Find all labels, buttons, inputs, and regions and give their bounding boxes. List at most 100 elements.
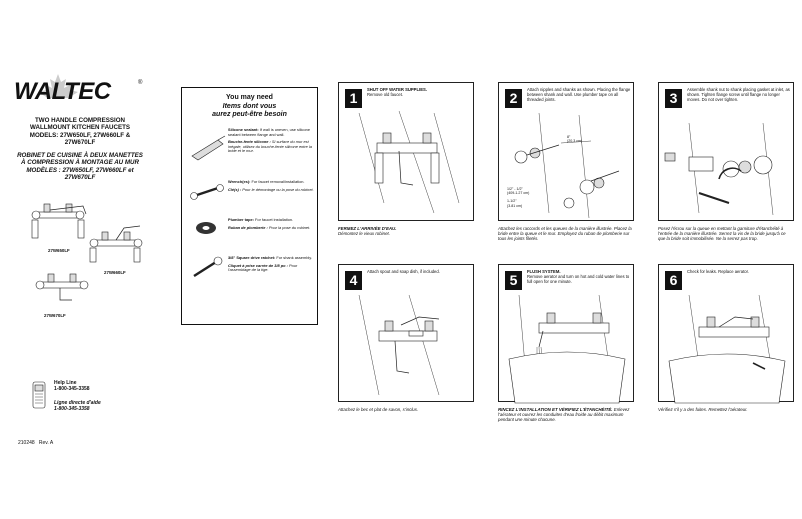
tool-name: Silicone sealant: xyxy=(228,127,259,132)
dim-value: 8" xyxy=(567,135,571,139)
title-line: MODELS: 27W650LF, 27W660LF & xyxy=(29,131,131,139)
tool-desc-fr: Pour l'assemblage de la tige. xyxy=(228,262,298,273)
phone-icon xyxy=(32,381,46,409)
step-text-fr: Attachez le bec et plat de savon, s'incl… xyxy=(338,407,419,412)
title-english: TWO HANDLE COMPRESSION WALLMOUNT KITCHEN… xyxy=(12,117,148,147)
step-number: 3 xyxy=(665,89,682,108)
dim-value: (3.81 cm) xyxy=(507,203,523,208)
step-text-fr: Posez l'écrou sur la queue en mettant la… xyxy=(658,226,786,242)
step-title-fr: FERMEZ L'ARRIVÉE D'EAU. xyxy=(338,226,397,231)
step-5-panel: 5 FLUSH SYSTEM. Remove aerator and turn … xyxy=(498,264,634,404)
step-4-caption-fr: Attachez le bec et plat de savon, s'incl… xyxy=(338,407,474,412)
tool-name: Wrench(es): xyxy=(228,179,251,184)
step-number: 5 xyxy=(505,271,522,290)
tool-name-fr: Bouche-fente silicone : xyxy=(228,139,271,145)
dimension-nipple: 1/2" - 1/2" (409-1.27 cm) 1-1/2" (3.81 c… xyxy=(507,187,529,208)
step-5-caption-fr: RINCEZ L'INSTALLATION ET VÉRIFIEZ L'ÉTAN… xyxy=(498,407,634,423)
step-2-caption-fr: Attachez les raccords et les queues de l… xyxy=(498,226,634,242)
step-2-panel: 2 Attach nipples and shanks as shown. Pl… xyxy=(498,82,634,221)
step-instruction: FLUSH SYSTEM. Remove aerator and turn on… xyxy=(527,269,631,284)
dim-value: 1/2" - 1/2" xyxy=(507,187,523,191)
dimension-8in: 8" (20,3 cm) xyxy=(567,135,582,143)
dim-value: (409-1.27 cm) xyxy=(507,191,530,196)
tool-name: 3/8" Square drive ratchet: xyxy=(228,255,276,260)
tool-desc: For shank assembly. xyxy=(276,255,312,260)
step-text-fr: Attachez les raccords et les queues de l… xyxy=(498,226,632,242)
help-label: Help Line xyxy=(54,380,77,386)
dim-value: (20,3 cm) xyxy=(567,139,583,144)
faucet-models-illustration xyxy=(31,203,143,301)
tool-desc-fr: Pour le démontage ou la pose du robinet. xyxy=(242,186,314,192)
brand-name: WALTEC xyxy=(14,78,111,105)
step-number: 6 xyxy=(665,271,682,290)
brand-logo: WALTEC ® xyxy=(14,72,154,108)
dim-value: 1-1/2" xyxy=(507,199,517,204)
step-6-caption-fr: Vérifiez s'il y a des fuites. Remettez l… xyxy=(658,407,794,412)
tool-name-fr: Cliquet à prise carrée de 3/8 po : xyxy=(228,262,288,268)
step-3-caption-fr: Posez l'écrou sur la queue en mettant la… xyxy=(658,226,794,242)
step-text-fr: Vérifiez s'il y a des fuites. Remettez l… xyxy=(658,407,748,412)
tool-wrench: Wrench(es): For faucet removal/installat… xyxy=(228,179,314,192)
step-6-illustration xyxy=(668,294,786,404)
tool-desc: For faucet removal/installation. xyxy=(251,179,305,184)
doc-code: 210248 Rev. A xyxy=(18,440,54,446)
tool-desc: If wall is uneven, use silicone sealant … xyxy=(228,127,310,137)
maple-leaf-icon xyxy=(38,74,78,98)
step-1-illustration xyxy=(358,110,460,214)
you-may-need-title-fr: Items dont vous aurez peut-être besoin xyxy=(182,103,317,119)
step-number: 2 xyxy=(505,89,522,108)
model-label: 27W670LF xyxy=(44,313,66,318)
plumber-tape-icon xyxy=(196,222,216,234)
step-4-illustration xyxy=(358,294,440,396)
tool-desc-fr: Si surface du mur est inégale, utilisez … xyxy=(228,139,312,154)
step-1-caption-fr: FERMEZ L'ARRIVÉE D'EAU. Démontez le vieu… xyxy=(338,226,474,236)
step-instruction: Attach spout and soap dish, if included. xyxy=(367,269,471,274)
tool-desc: For faucet installation. xyxy=(255,217,294,222)
trademark: ® xyxy=(138,80,143,86)
help-label-fr: Ligne directe d'aide xyxy=(54,400,101,406)
step-number: 1 xyxy=(345,89,362,108)
step-5-illustration xyxy=(508,294,626,404)
title-fr-line: Items dont vous xyxy=(222,103,277,110)
step-6-panel: 6 Check for leaks. Replace aerator. xyxy=(658,264,794,404)
tool-desc-fr: Pour la pose du robinet. xyxy=(268,224,311,230)
title-fr-line: aurez peut-être besoin xyxy=(212,111,287,118)
step-instruction: Assemble shank nut to shank placing gask… xyxy=(687,87,791,102)
step-text: Attach spout and soap dish, if included. xyxy=(367,269,440,274)
tool-name-fr: Clé(s) : xyxy=(228,186,242,192)
title-line: 27W670LF xyxy=(64,174,96,182)
title-line: ROBINET DE CUISINE À DEUX MANETTES xyxy=(17,152,143,159)
help-number-fr[interactable]: 1-800-345-3358 xyxy=(54,406,90,412)
step-1-panel: 1 SHUT OFF WATER SUPPLIES. Remove old fa… xyxy=(338,82,474,221)
help-number[interactable]: 1-800-345-3358 xyxy=(54,386,90,392)
step-text: Remove aerator and turn on hot and cold … xyxy=(527,274,630,284)
title-line: MODÈLES : 27W650LF, 27W660LF et xyxy=(26,166,134,174)
step-text: Remove old faucet. xyxy=(367,92,404,97)
title-line: À COMPRESSION À MONTAGE AU MUR xyxy=(21,159,139,167)
step-text: Attach nipples and shanks as shown. Plac… xyxy=(527,87,631,102)
ratchet-icon xyxy=(193,256,223,278)
you-may-need-panel: You may need Items dont vous aurez peut-… xyxy=(181,87,318,325)
step-3-panel: 3 Assemble shank nut to shank placing ga… xyxy=(658,82,794,221)
tool-ratchet: 3/8" Square drive ratchet: For shank ass… xyxy=(228,255,314,273)
step-number: 4 xyxy=(345,271,362,290)
title-french: ROBINET DE CUISINE À DEUX MANETTES À COM… xyxy=(10,152,150,182)
step-text: Check for leaks. Replace aerator. xyxy=(687,269,749,274)
title-line: 27W670LF xyxy=(64,139,96,147)
step-instruction: Check for leaks. Replace aerator. xyxy=(687,269,791,274)
step-text-fr: Enlevez l'aérateur et ouvrez les conduit… xyxy=(498,407,630,423)
tool-name-fr: Ruban de plomberie : xyxy=(228,224,268,230)
model-label: 27W650LF xyxy=(48,248,70,253)
tool-silicone: Silicone sealant: If wall is uneven, use… xyxy=(228,127,314,154)
step-title: SHUT OFF WATER SUPPLIES. xyxy=(367,87,427,92)
step-2-illustration xyxy=(514,112,620,219)
step-3-illustration xyxy=(664,122,774,216)
step-text-fr: Démontez le vieux robinet. xyxy=(338,231,390,237)
step-title: FLUSH SYSTEM. xyxy=(527,269,561,274)
step-instruction: Attach nipples and shanks as shown. Plac… xyxy=(527,87,631,102)
step-4-panel: 4 Attach spout and soap dish, if include… xyxy=(338,264,474,402)
step-instruction: SHUT OFF WATER SUPPLIES. Remove old fauc… xyxy=(367,87,471,97)
title-line: TWO HANDLE COMPRESSION xyxy=(34,117,126,124)
help-line: Help Line 1-800-345-3358 Ligne directe d… xyxy=(54,380,101,412)
you-may-need-title: You may need xyxy=(226,94,273,101)
